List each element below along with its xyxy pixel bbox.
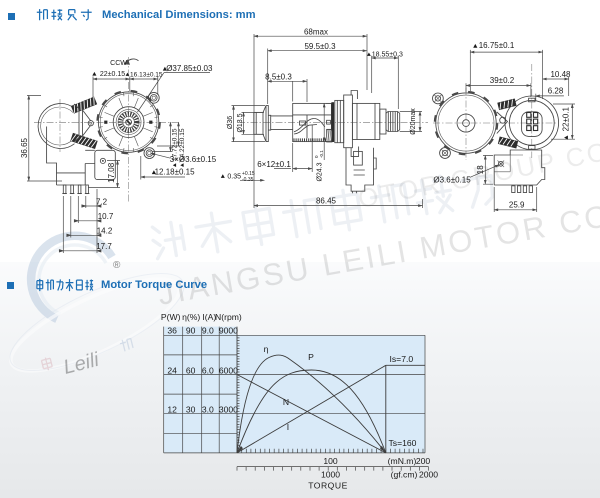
svg-text:10.7: 10.7	[98, 212, 114, 221]
svg-text:25.9: 25.9	[509, 200, 525, 209]
svg-text:2000: 2000	[419, 469, 438, 479]
svg-text:®: ®	[113, 260, 121, 271]
svg-text:Is=7.0: Is=7.0	[390, 354, 414, 364]
svg-text:17.08: 17.08	[107, 162, 116, 183]
svg-text:6.0: 6.0	[202, 365, 214, 375]
svg-text:36.65: 36.65	[20, 137, 29, 158]
svg-text:24: 24	[167, 365, 177, 375]
svg-text:0: 0	[314, 155, 319, 158]
svg-text:86.45: 86.45	[316, 196, 337, 205]
svg-text:59.5±0.3: 59.5±0.3	[304, 42, 336, 51]
svg-text:22±0.15: 22±0.15	[100, 71, 125, 78]
svg-text:0.35: 0.35	[227, 173, 241, 180]
svg-text:-0.35: -0.35	[242, 177, 254, 183]
svg-text:CCW: CCW	[110, 60, 127, 67]
svg-text:(mN.m): (mN.m)	[388, 456, 417, 466]
svg-text:N: N	[283, 397, 289, 407]
svg-text:Ts=160: Ts=160	[389, 438, 417, 448]
svg-text:6000: 6000	[219, 365, 238, 375]
svg-text:14.2: 14.2	[97, 226, 113, 235]
svg-text:I: I	[287, 422, 289, 432]
svg-text:200: 200	[416, 456, 431, 466]
svg-text:18: 18	[476, 165, 485, 174]
svg-text:39±0.2: 39±0.2	[490, 76, 515, 85]
svg-text:3000: 3000	[219, 405, 238, 415]
svg-text:22±0.1: 22±0.1	[562, 106, 571, 131]
svg-text:I(A): I(A)	[202, 312, 216, 322]
svg-text:Ø13.5: Ø13.5	[237, 113, 244, 132]
svg-text:-0.1: -0.1	[319, 150, 324, 158]
svg-text:P: P	[308, 352, 314, 362]
svg-text:16.75±0.1: 16.75±0.1	[479, 41, 515, 50]
svg-text:100: 100	[323, 456, 338, 466]
svg-text:8.5±0.3: 8.5±0.3	[265, 72, 292, 81]
svg-text:14.22±0.15: 14.22±0.15	[179, 128, 186, 161]
svg-text:9.0: 9.0	[202, 326, 214, 336]
svg-text:17.72±0.15: 17.72±0.15	[172, 128, 179, 161]
svg-text:36: 36	[167, 326, 177, 336]
svg-text:P(W): P(W)	[161, 312, 181, 322]
svg-text:Ø36: Ø36	[227, 116, 234, 129]
svg-text:30: 30	[186, 405, 196, 415]
svg-text:6.28: 6.28	[548, 87, 564, 96]
svg-text:90: 90	[186, 326, 196, 336]
svg-text:+0.15: +0.15	[242, 171, 255, 177]
svg-text:Ø3.6±0.15: Ø3.6±0.15	[433, 175, 471, 184]
svg-text:6×12±0.1: 6×12±0.1	[257, 160, 291, 169]
svg-text:Ø20max: Ø20max	[410, 108, 417, 135]
svg-text:η(%): η(%)	[182, 312, 200, 322]
svg-text:12: 12	[167, 405, 177, 415]
svg-text:Ø24.3: Ø24.3	[316, 162, 323, 181]
svg-text:Ø37.85±0.03: Ø37.85±0.03	[166, 64, 213, 73]
svg-text:9000: 9000	[219, 326, 238, 336]
svg-text:18.55±0.3: 18.55±0.3	[372, 51, 403, 58]
svg-text:3×Ø3.6±0.15: 3×Ø3.6±0.15	[170, 155, 217, 164]
svg-text:TORQUE: TORQUE	[308, 481, 348, 491]
svg-text:N(rpm): N(rpm)	[215, 312, 242, 322]
svg-text:10.48: 10.48	[550, 70, 571, 79]
svg-text:17.7: 17.7	[96, 242, 112, 251]
svg-text:16.13±0.15: 16.13±0.15	[130, 71, 163, 78]
svg-text:12.18±0.15: 12.18±0.15	[155, 168, 196, 177]
svg-text:η: η	[264, 344, 269, 354]
svg-text:1000: 1000	[321, 469, 340, 479]
svg-text:3.0: 3.0	[202, 405, 214, 415]
svg-text:(gf.cm): (gf.cm)	[391, 469, 418, 479]
svg-text:60: 60	[186, 365, 196, 375]
svg-text:7.2: 7.2	[96, 197, 108, 206]
svg-text:68max: 68max	[304, 27, 328, 36]
